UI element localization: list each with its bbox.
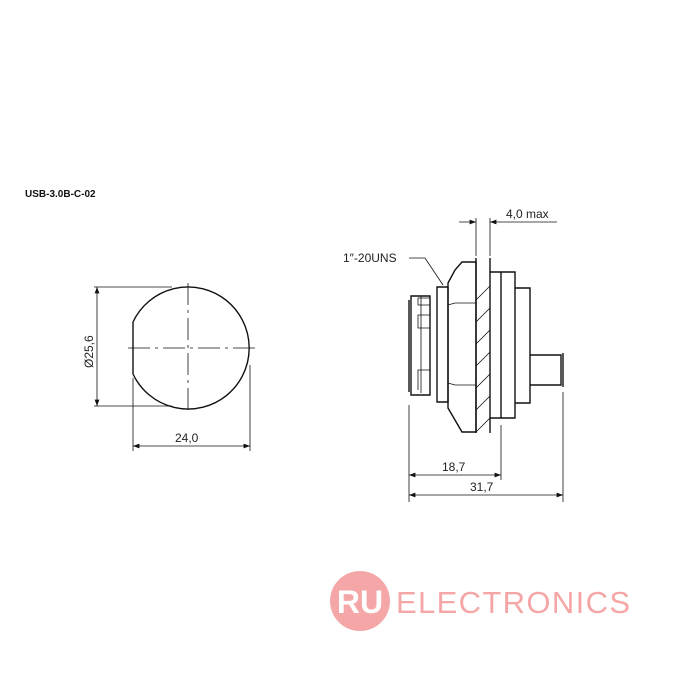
diameter-label: Ø25,6 — [82, 335, 96, 368]
total-length-label: 31,7 — [470, 480, 494, 494]
front-view: Ø25,6 24,0 — [82, 283, 256, 451]
thread-label: 1″-20UNS — [343, 251, 397, 265]
connector-face-outline — [132, 286, 250, 410]
drawing-title: USB-3.0B-C-02 — [25, 189, 96, 200]
ru-electronics-logo: RU ELECTRONICS — [330, 571, 630, 631]
side-dimensions: 4,0 max 1″-20UNS 18,7 31,7 — [343, 207, 564, 502]
panel-thickness-label: 4,0 max — [506, 207, 549, 221]
thread-leader — [409, 257, 444, 286]
logo-text: ELECTRONICS — [396, 585, 630, 620]
width-label: 24,0 — [175, 431, 199, 445]
depth-label: 18,7 — [442, 460, 466, 474]
logo-mark: RU — [337, 584, 383, 620]
side-view — [408, 258, 564, 433]
